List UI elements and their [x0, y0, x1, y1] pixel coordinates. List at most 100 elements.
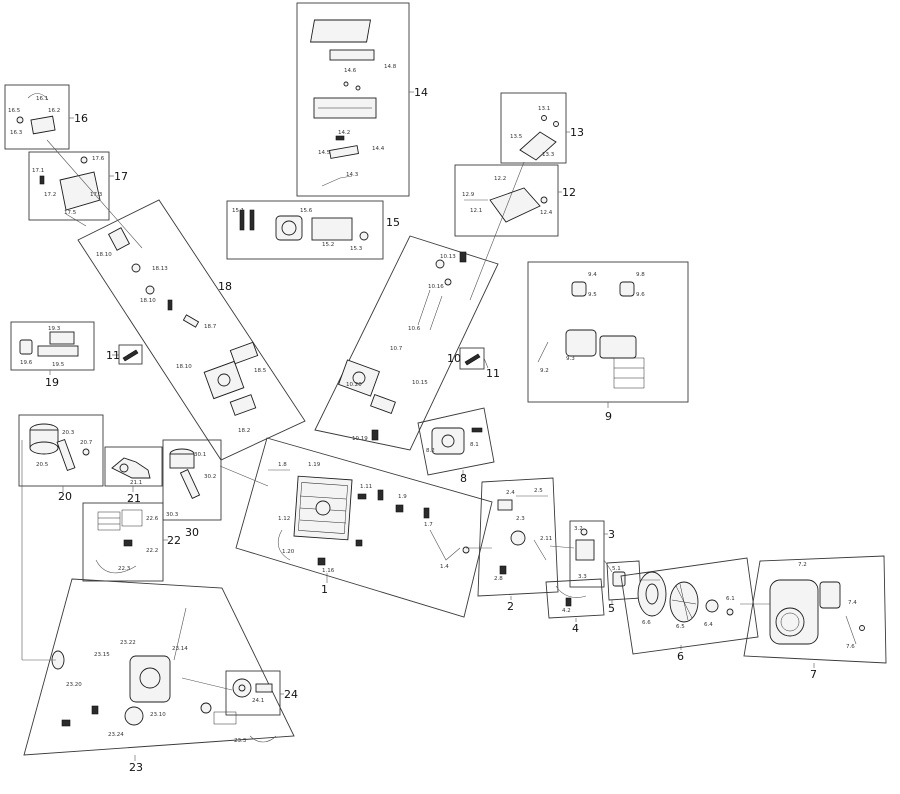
group-number-19: 19: [45, 376, 59, 389]
svg-text:23.24: 23.24: [108, 732, 124, 738]
svg-text:8.1: 8.1: [470, 442, 479, 448]
svg-text:9.6: 9.6: [636, 292, 645, 298]
svg-text:18.7: 18.7: [204, 324, 217, 330]
svg-text:15.2: 15.2: [322, 242, 334, 248]
svg-text:17.5: 17.5: [64, 210, 77, 216]
svg-text:7.2: 7.2: [798, 562, 807, 568]
svg-text:30.2: 30.2: [204, 474, 216, 480]
svg-text:21.1: 21.1: [130, 480, 142, 486]
svg-text:10.19: 10.19: [352, 436, 368, 442]
group-14-air-filter: 14.614.8 14.214.5 14.414.3 14: [296, 2, 428, 197]
group-4-wiring: 4.2 4: [545, 578, 605, 635]
svg-text:22.6: 22.6: [146, 516, 159, 522]
svg-text:2.11: 2.11: [540, 536, 552, 542]
svg-text:18.10: 18.10: [96, 252, 112, 258]
group-19-valve-train-left: 19.3 19.6 19.5 19: [10, 321, 95, 389]
svg-text:30.1: 30.1: [194, 452, 206, 458]
svg-text:6.1: 6.1: [726, 596, 735, 602]
svg-text:10.15: 10.15: [412, 380, 428, 386]
svg-text:1.4: 1.4: [440, 564, 449, 570]
svg-text:12.9: 12.9: [462, 192, 475, 198]
svg-text:30.3: 30.3: [166, 512, 179, 518]
svg-text:18.10: 18.10: [176, 364, 192, 370]
svg-text:17.3: 17.3: [90, 192, 103, 198]
svg-text:10.6: 10.6: [408, 326, 421, 332]
svg-text:24.1: 24.1: [252, 698, 264, 704]
group-number-5: 5: [608, 602, 615, 615]
svg-text:22.3: 22.3: [118, 566, 131, 572]
svg-text:10.7: 10.7: [390, 346, 403, 352]
svg-text:23.14: 23.14: [172, 646, 188, 652]
group-number-17: 17: [114, 170, 128, 183]
svg-text:17.1: 17.1: [32, 168, 44, 174]
svg-text:7.4: 7.4: [848, 600, 857, 606]
group-10-cylinder-head-right: 10.13 10.16 10.6 10.7 10.20 10.15 10.19 10: [314, 235, 499, 451]
svg-text:1.20: 1.20: [282, 549, 295, 555]
svg-text:1.8: 1.8: [278, 462, 287, 468]
group-21-crankshaft: 21.1 21: [104, 446, 163, 505]
group-number-16: 16: [74, 112, 88, 125]
svg-text:22.2: 22.2: [146, 548, 158, 554]
svg-text:2.5: 2.5: [534, 488, 543, 494]
svg-text:18.5: 18.5: [254, 368, 267, 374]
svg-text:16.1: 16.1: [36, 96, 48, 102]
svg-text:3.2: 3.2: [574, 526, 583, 532]
svg-text:1.7: 1.7: [424, 522, 433, 528]
svg-text:14.4: 14.4: [372, 146, 385, 152]
svg-text:12.4: 12.4: [540, 210, 553, 216]
group-number-4: 4: [572, 622, 579, 635]
svg-text:14.5: 14.5: [318, 150, 331, 156]
svg-text:10.16: 10.16: [428, 284, 444, 290]
group-number-13: 13: [570, 126, 584, 139]
group-number-30: 30: [185, 526, 199, 539]
svg-text:14.6: 14.6: [344, 68, 357, 74]
svg-text:9.2: 9.2: [540, 368, 549, 374]
svg-text:5.1: 5.1: [612, 566, 621, 572]
group-8-ignition-coil: 8.2 8.1 8: [417, 407, 495, 485]
svg-text:15.6: 15.6: [300, 208, 313, 214]
svg-text:1.19: 1.19: [308, 462, 321, 468]
group-number-22: 22: [167, 534, 181, 547]
group-number-8: 8: [460, 472, 467, 485]
group-number-1: 1: [321, 583, 328, 596]
svg-text:9.4: 9.4: [588, 272, 597, 278]
svg-text:20.5: 20.5: [36, 462, 49, 468]
svg-text:9.5: 9.5: [588, 292, 597, 298]
svg-text:14.8: 14.8: [384, 64, 397, 70]
group-16-rocker-cover: 16.116.5 16.216.3 16: [4, 84, 88, 150]
svg-text:1.11: 1.11: [360, 484, 372, 490]
group-number-2: 2: [507, 600, 514, 613]
svg-text:17.2: 17.2: [44, 192, 56, 198]
group-number-14: 14: [414, 86, 428, 99]
svg-text:18.13: 18.13: [152, 266, 168, 272]
svg-text:9.3: 9.3: [566, 356, 575, 362]
svg-text:19.5: 19.5: [52, 362, 65, 368]
svg-text:13.3: 13.3: [542, 152, 555, 158]
group-3-bracket: 3.23.3 3: [569, 520, 615, 588]
svg-text:15.3: 15.3: [350, 246, 363, 252]
group-number-20: 20: [58, 490, 72, 503]
svg-text:23.20: 23.20: [66, 682, 82, 688]
group-number-9: 9: [605, 410, 612, 423]
svg-text:3.3: 3.3: [578, 574, 587, 580]
svg-text:10.13: 10.13: [440, 254, 456, 260]
svg-text:16.5: 16.5: [8, 108, 21, 114]
group-number-24: 24: [284, 688, 298, 701]
group-number-6: 6: [677, 650, 684, 663]
group-6-flywheel: 6.66.5 6.46.1 6: [620, 557, 759, 663]
svg-text:23.15: 23.15: [94, 652, 110, 658]
svg-text:8.2: 8.2: [426, 448, 435, 454]
svg-text:19.3: 19.3: [48, 326, 61, 332]
group-24-governor-gear: 24.1 24: [225, 670, 298, 716]
svg-text:6.4: 6.4: [704, 622, 713, 628]
svg-text:23.10: 23.10: [150, 712, 166, 718]
group-number-11-left: 11: [106, 349, 120, 362]
group-number-10: 10: [447, 352, 461, 365]
svg-text:19.6: 19.6: [20, 360, 33, 366]
svg-text:15.1: 15.1: [232, 208, 244, 214]
svg-text:10.20: 10.20: [346, 382, 362, 388]
svg-text:14.3: 14.3: [346, 172, 359, 178]
svg-text:20.7: 20.7: [80, 440, 93, 446]
